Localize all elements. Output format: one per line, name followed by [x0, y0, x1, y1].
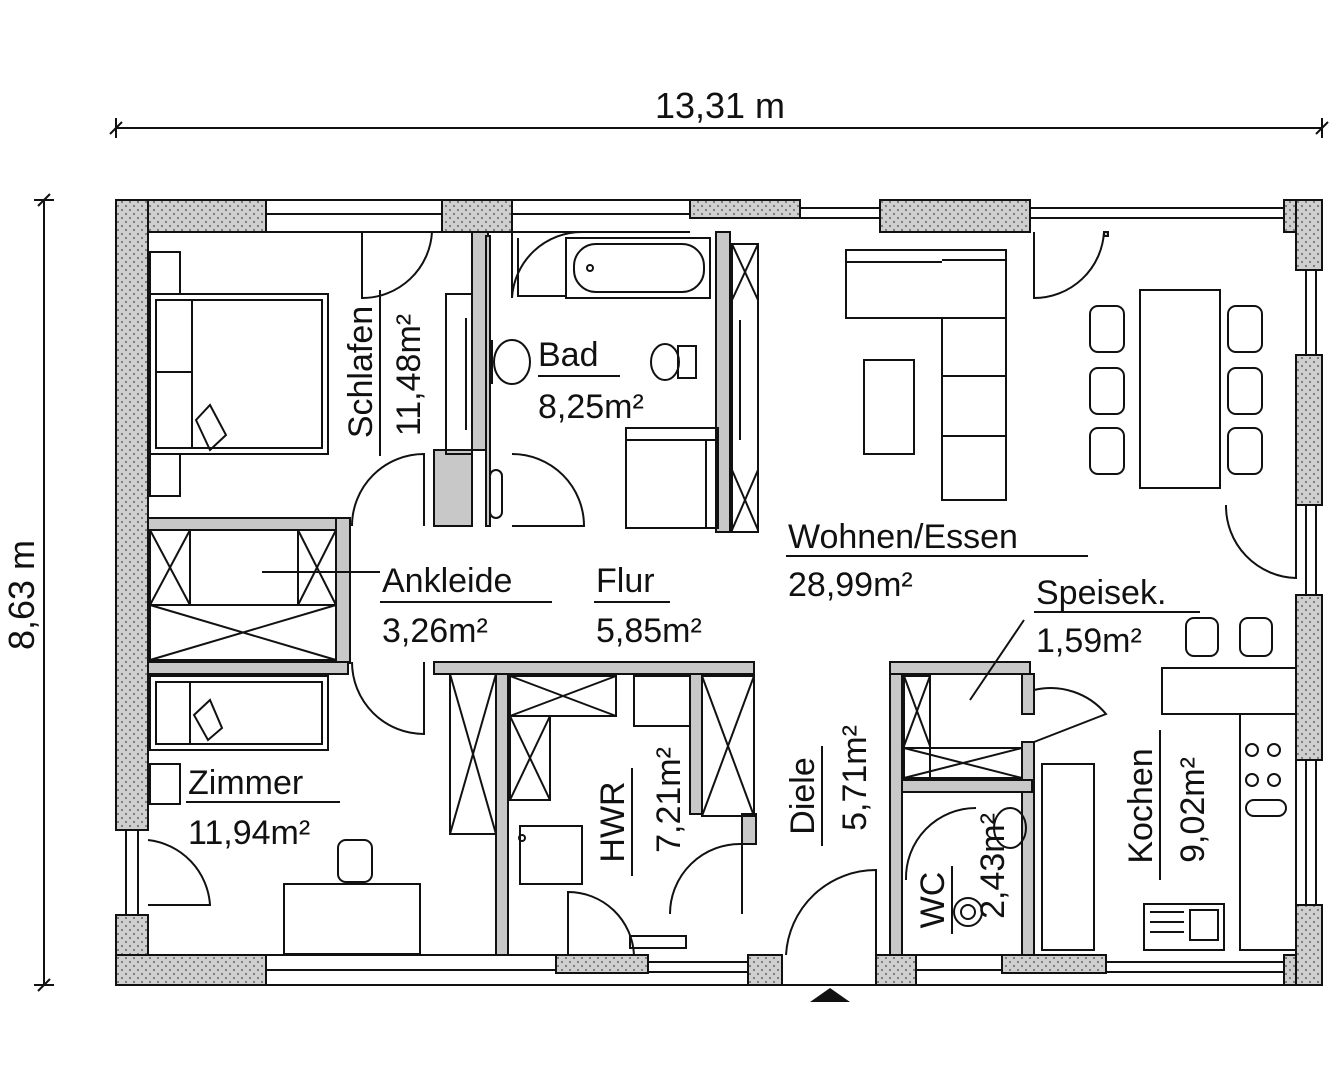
- room-area: 28,99m²: [788, 566, 913, 604]
- room-area: 2,43m²: [974, 813, 1012, 919]
- room-name: HWR: [594, 781, 632, 862]
- room-area: 8,25m²: [538, 388, 644, 426]
- room-name: Kochen: [1122, 748, 1160, 863]
- room-name: Zimmer: [188, 764, 303, 802]
- room-name: Wohnen/Essen: [788, 518, 1018, 556]
- room-area: 11,94m²: [188, 814, 310, 852]
- dimension-height: [34, 193, 54, 992]
- exterior-walls: [115, 199, 1323, 986]
- room-name: Schlafen: [342, 306, 380, 438]
- doors: [147, 230, 1297, 956]
- room-schlafen: Schlafen 11,48m²: [342, 290, 428, 456]
- room-bad: Bad 8,25m²: [538, 336, 644, 426]
- dimension-width: [109, 118, 1329, 138]
- room-name: Flur: [596, 562, 655, 600]
- room-diele: Diele 5,71m²: [784, 725, 874, 846]
- room-wohnen-essen: Wohnen/Essen 28,99m²: [786, 518, 1088, 604]
- room-name: WC: [914, 872, 952, 929]
- room-flur: Flur 5,85m²: [594, 562, 702, 650]
- room-area: 9,02m²: [1174, 757, 1212, 863]
- room-name: Bad: [538, 336, 599, 374]
- room-wc: WC 2,43m²: [914, 813, 1012, 934]
- room-name: Ankleide: [382, 562, 512, 600]
- dimension-width-label: 13,31 m: [655, 85, 785, 126]
- room-area: 11,48m²: [390, 314, 428, 436]
- room-area: 7,21m²: [650, 747, 688, 853]
- windows: [116, 199, 1322, 986]
- room-kochen: Kochen 9,02m²: [1122, 730, 1212, 880]
- room-speisek: Speisek. 1,59m²: [1034, 574, 1200, 660]
- room-area: 5,71m²: [836, 725, 874, 831]
- entrance-arrow-icon: [810, 988, 850, 1002]
- furniture: [147, 237, 1297, 955]
- room-area: 1,59m²: [1036, 622, 1142, 660]
- room-name: Diele: [784, 757, 822, 834]
- room-area: 3,26m²: [382, 612, 488, 650]
- room-ankleide: Ankleide 3,26m²: [380, 562, 552, 650]
- room-zimmer: Zimmer 11,94m²: [186, 764, 340, 852]
- room-hwr: HWR 7,21m²: [594, 747, 688, 876]
- dimension-height-label: 8,63 m: [1, 540, 42, 650]
- room-name: Speisek.: [1036, 574, 1166, 612]
- room-area: 5,85m²: [596, 612, 702, 650]
